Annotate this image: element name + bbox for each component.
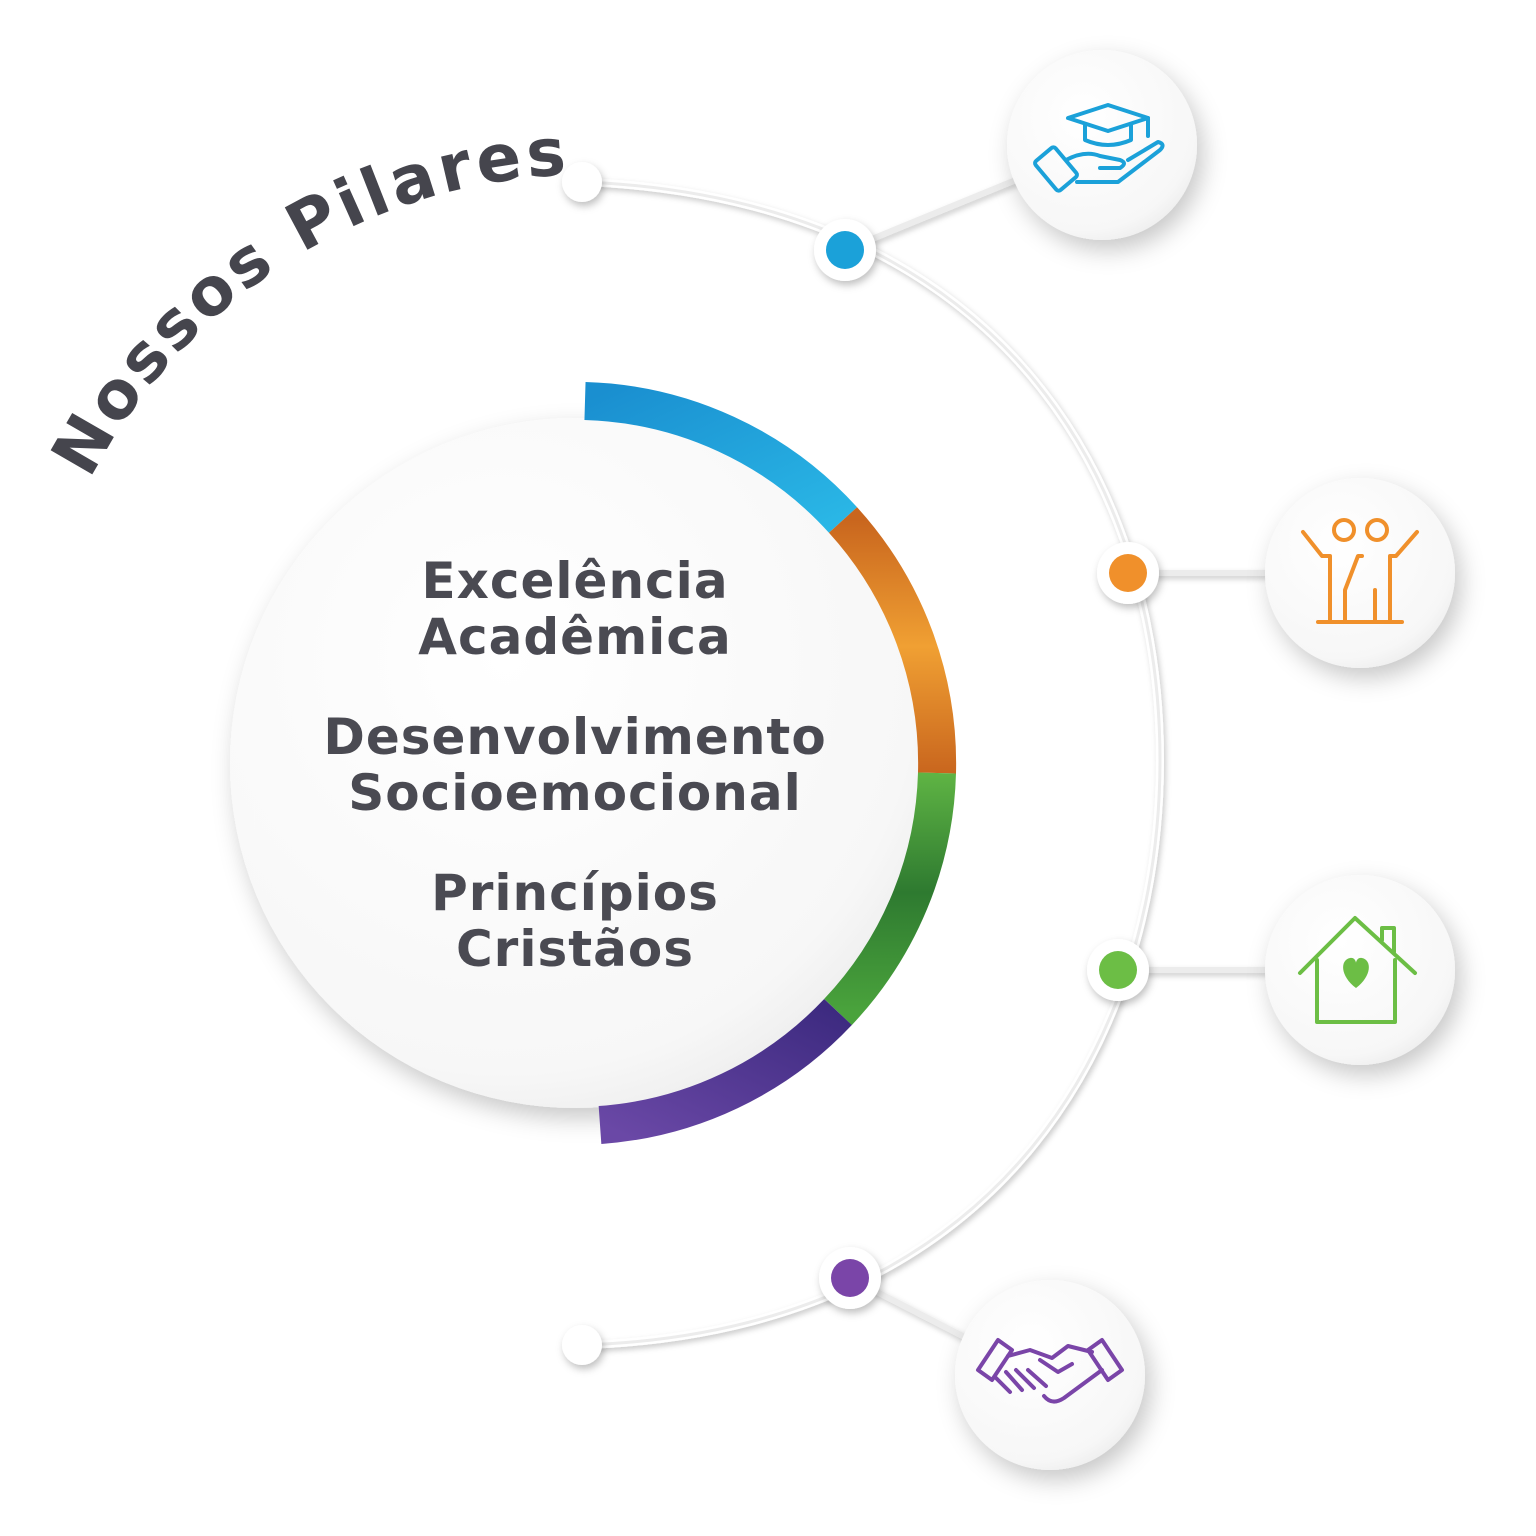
node-dot-purple — [819, 1247, 881, 1309]
ring-arc-purple — [598, 998, 852, 1144]
node-dot-blue — [814, 219, 876, 281]
house-with-heart-icon — [1298, 916, 1417, 1024]
ring-arc-orange — [828, 507, 957, 774]
icon-circle-social — [1265, 478, 1455, 668]
graduation-cap-hand-icon — [1033, 103, 1165, 193]
ring-arc-green — [824, 772, 956, 1026]
branch-line-1 — [843, 167, 1042, 253]
icon-circle-christian — [1265, 875, 1455, 1065]
node-dot-green — [1087, 939, 1149, 1001]
end-dot — [562, 1325, 602, 1365]
handshake-icon — [976, 1338, 1124, 1404]
node-dot-orange — [1097, 542, 1159, 604]
ring-arc-blue — [584, 382, 858, 533]
icon-circle-partnership — [955, 1280, 1145, 1470]
center-circle — [230, 418, 920, 1108]
icon-circle-education — [1007, 50, 1197, 240]
colored-ring — [584, 382, 957, 1144]
start-dot — [562, 162, 602, 202]
two-people-celebrating-icon — [1301, 518, 1419, 624]
